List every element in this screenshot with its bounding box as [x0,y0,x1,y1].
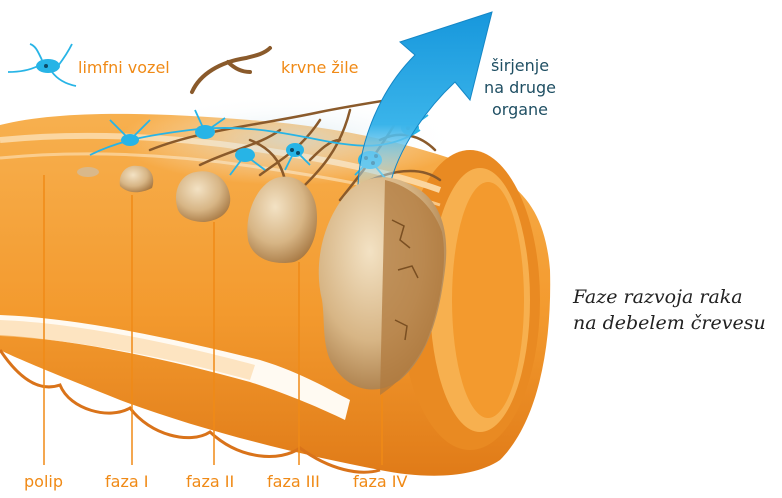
stage-label-1: faza I [105,472,148,491]
blood-vessels-legend-label: krvne žile [281,58,359,77]
caption: Faze razvoja raka na debelem črevesu [573,284,766,336]
stage-label-4: faza IV [353,472,407,491]
polyp [77,167,99,177]
spread-label-line-2: na druge [475,77,565,99]
blood-vessel-legend-icon [192,48,270,92]
stage-label-3: faza III [267,472,320,491]
spread-label: širjenje na druge organe [475,55,565,121]
spread-label-line-3: organe [475,99,565,121]
caption-line-2: na debelem črevesu [573,310,766,336]
stage-label-2: faza II [186,472,234,491]
lymph-node-legend-label: limfni vozel [78,58,170,77]
stage-label-polyp: polip [24,472,63,491]
lymph-node-legend-icon [8,44,76,86]
spread-label-line-1: širjenje [475,55,565,77]
caption-line-1: Faze razvoja raka [573,284,766,310]
